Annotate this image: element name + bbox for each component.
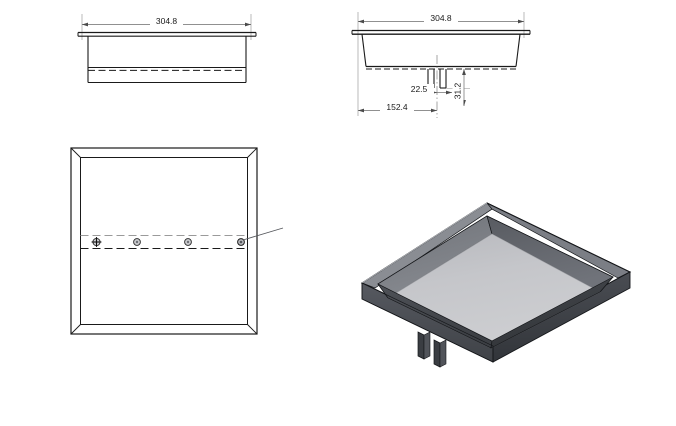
isometric-geometry <box>360 202 632 368</box>
dimension-22-5-horizontal: 22.5 <box>404 84 452 95</box>
hole-circle <box>184 238 192 246</box>
side-elevation-geometry <box>351 29 531 70</box>
plan-outer-rect <box>70 147 258 335</box>
dimension-label: 304.8 <box>430 13 452 23</box>
mounting-tab-side <box>423 331 431 360</box>
mounting-tab <box>417 331 425 360</box>
dimension-label: 304.8 <box>156 16 178 26</box>
dimension-152-4-horizontal: 152.4 <box>357 38 437 116</box>
mounting-tab <box>433 339 441 368</box>
hole-circle <box>133 238 141 246</box>
isometric-view <box>360 202 632 368</box>
hole-circle-with-leader <box>237 227 284 246</box>
plan-features <box>91 227 284 247</box>
dimension-31-2-vertical: 31.2 <box>446 69 470 106</box>
dimension-label: 31.2 <box>453 82 463 99</box>
front-elevation-geometry <box>77 31 257 84</box>
dimension-304-8-horizontal: 304.8 <box>82 16 251 27</box>
mounting-tabs <box>417 331 447 368</box>
hidden-lines <box>80 235 248 249</box>
center-mark-crosshair <box>91 237 102 247</box>
plan-inner-rect <box>80 157 248 325</box>
front-elevation-view: 304.8 <box>77 14 257 84</box>
inner-wall-front-right <box>490 276 614 349</box>
plan-view <box>70 147 284 335</box>
dimension-label: 22.5 <box>411 84 428 94</box>
mounting-tab-side <box>439 339 447 368</box>
leader-line <box>242 227 284 241</box>
side-elevation-view: 304.8 <box>351 12 531 118</box>
corner-miters <box>70 147 258 335</box>
dimension-label: 152.4 <box>386 102 408 112</box>
outer-wall-outline <box>361 282 494 363</box>
rim-highlight-edge <box>361 202 488 284</box>
dimension-304-8-horizontal: 304.8 <box>358 13 524 24</box>
